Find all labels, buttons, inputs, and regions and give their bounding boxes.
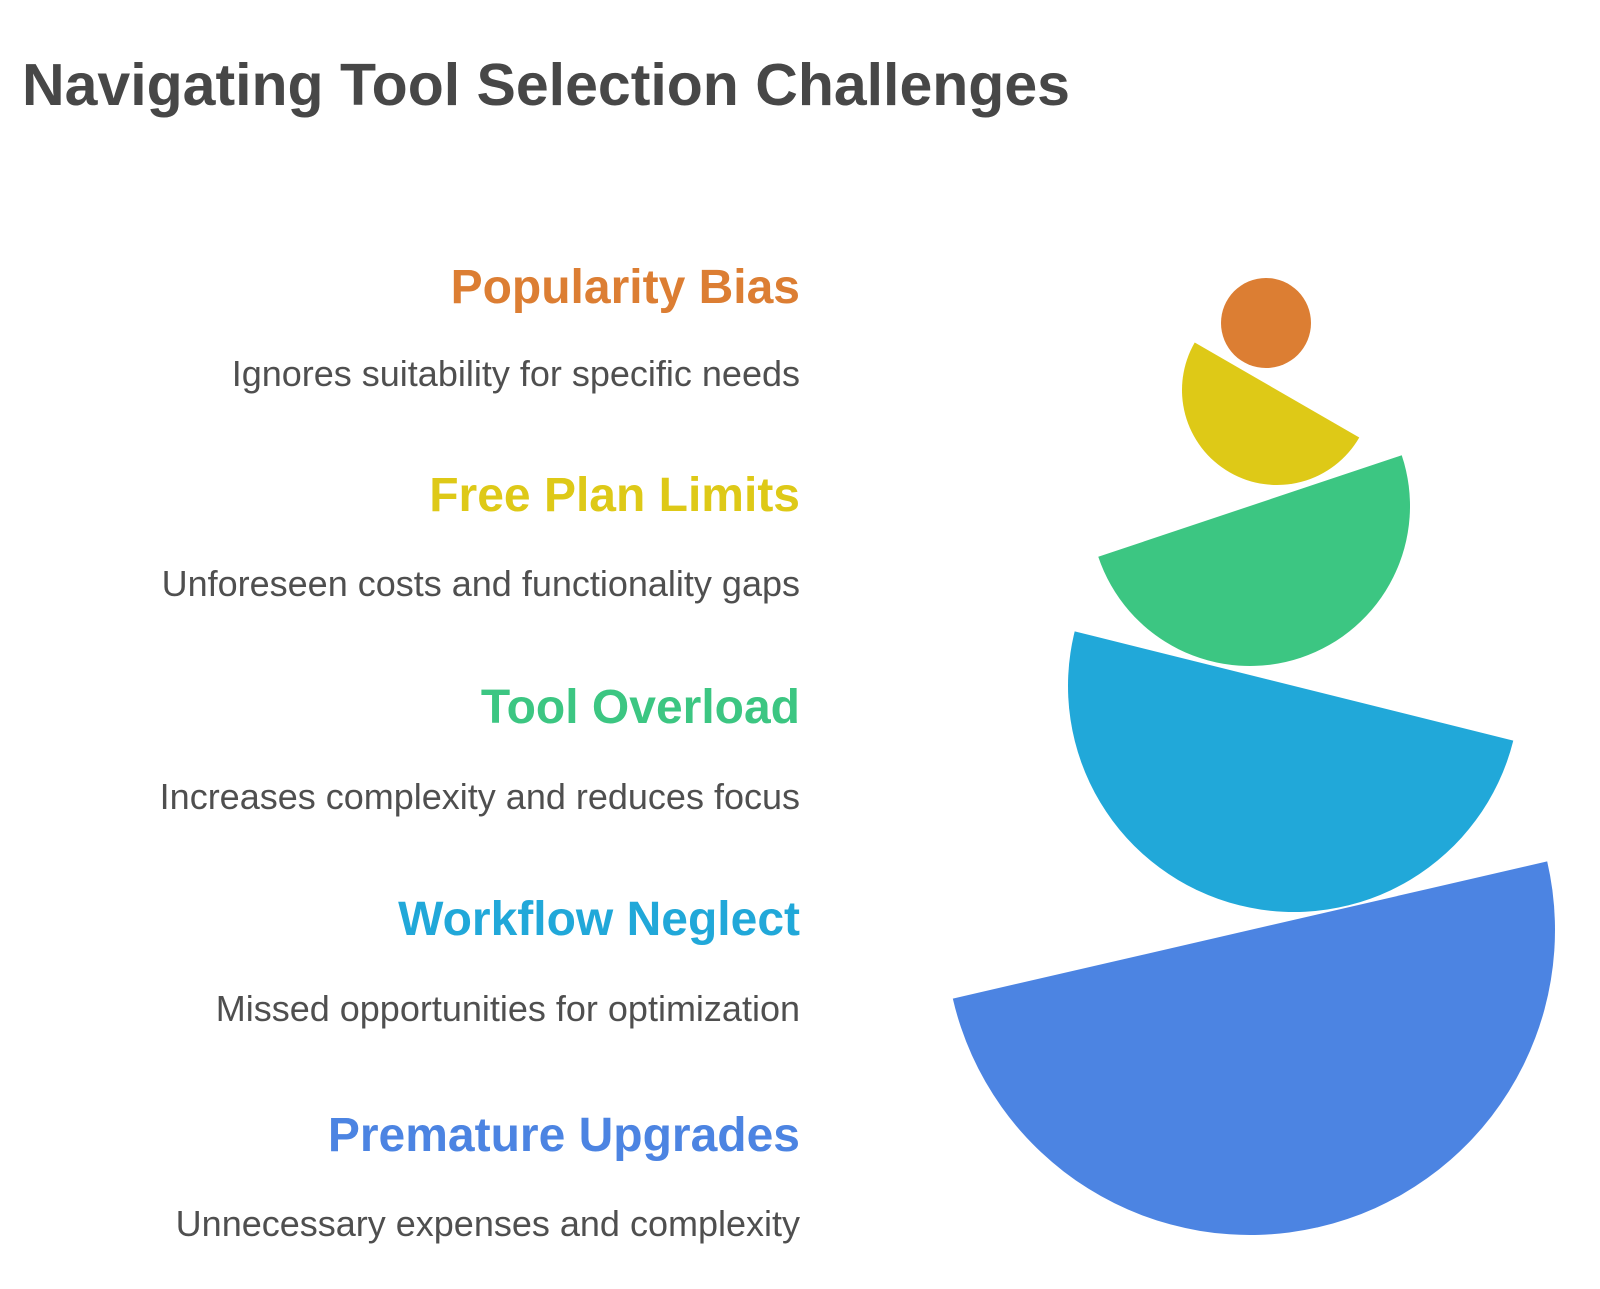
- tool-overload-bowl: [1098, 455, 1410, 666]
- workflow-neglect-bowl: [1068, 631, 1514, 912]
- section-heading-popularity-bias: Popularity Bias: [450, 261, 800, 314]
- section-heading-premature-upgrades: Premature Upgrades: [327, 1109, 800, 1162]
- section-heading-free-plan-limits: Free Plan Limits: [429, 469, 800, 522]
- section-description-workflow-neglect: Missed opportunities for optimization: [215, 988, 800, 1029]
- section-heading-tool-overload: Tool Overload: [480, 681, 800, 734]
- section-description-popularity-bias: Ignores suitability for specific needs: [231, 353, 800, 394]
- section-description-free-plan-limits: Unforeseen costs and functionality gaps: [161, 563, 800, 604]
- section-description-tool-overload: Increases complexity and reduces focus: [159, 776, 800, 817]
- free-plan-limits-bowl: [1182, 342, 1360, 485]
- popularity-bias-ball: [1221, 278, 1311, 368]
- premature-upgrades-bowl: [952, 861, 1555, 1235]
- section-heading-workflow-neglect: Workflow Neglect: [398, 893, 800, 946]
- page-title: Navigating Tool Selection Challenges: [22, 52, 1070, 118]
- section-description-premature-upgrades: Unnecessary expenses and complexity: [175, 1203, 800, 1244]
